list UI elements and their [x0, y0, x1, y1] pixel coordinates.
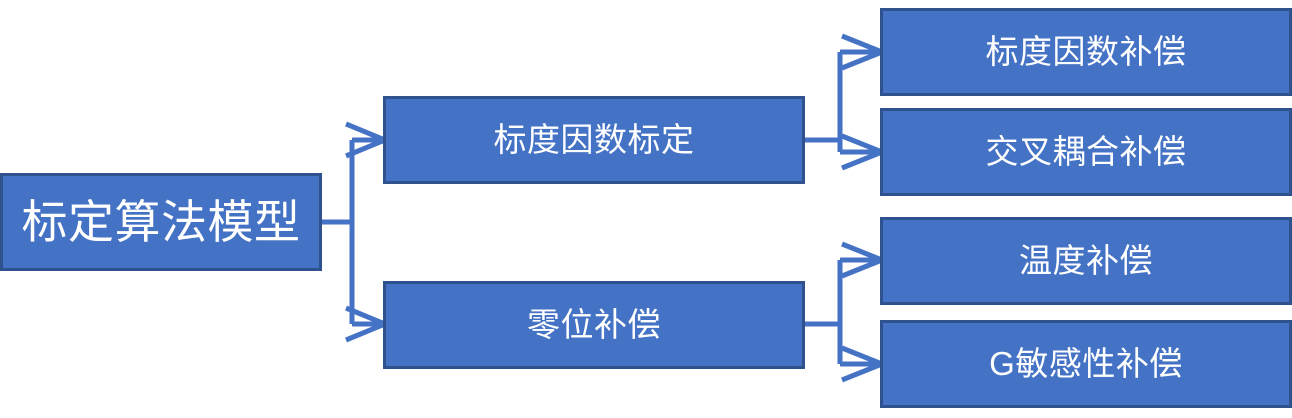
node-temperature-compensation-label: 温度补偿: [1019, 241, 1153, 279]
node-g-sensitivity-compensation[interactable]: G敏感性补偿: [880, 320, 1292, 408]
arrowhead-root-to-zero-compensation: [345, 305, 392, 343]
node-g-sensitivity-compensation-label: G敏感性补偿: [989, 344, 1183, 382]
node-scale-factor-calibration-label: 标度因数标定: [493, 120, 695, 158]
node-zero-compensation-label: 零位补偿: [527, 305, 661, 343]
arrowhead-root-to-scale-calibration: [345, 121, 392, 159]
arrowhead-zero-to-temperature-comp: [841, 241, 889, 279]
node-temperature-compensation[interactable]: 温度补偿: [880, 217, 1292, 305]
arrowhead-scale-to-cross-coupling: [841, 133, 889, 171]
node-cross-coupling-compensation-label: 交叉耦合补偿: [985, 132, 1187, 170]
node-scale-factor-compensation-label: 标度因数补偿: [985, 32, 1187, 70]
node-zero-compensation[interactable]: 零位补偿: [383, 281, 805, 369]
node-cross-coupling-compensation[interactable]: 交叉耦合补偿: [880, 108, 1292, 196]
arrowhead-scale-to-scale-comp: [841, 33, 889, 71]
arrowhead-zero-to-g-sensitivity-comp: [841, 345, 889, 383]
node-root[interactable]: 标定算法模型: [0, 173, 322, 271]
node-root-label: 标定算法模型: [21, 195, 301, 248]
node-scale-factor-calibration[interactable]: 标度因数标定: [383, 96, 805, 184]
node-scale-factor-compensation[interactable]: 标度因数补偿: [880, 8, 1292, 96]
